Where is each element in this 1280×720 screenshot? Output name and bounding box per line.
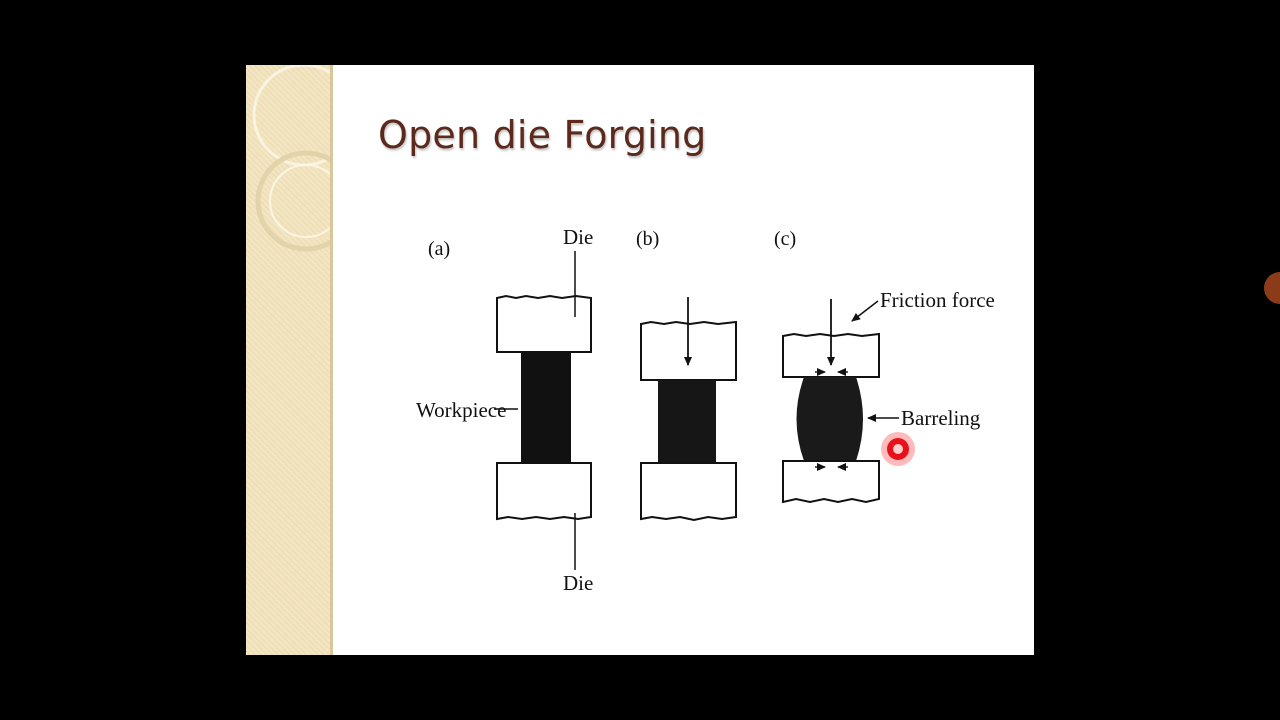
forging-diagram: (a) Die Die Workpiece (b) [416, 225, 995, 595]
label-die-bottom: Die [563, 571, 593, 595]
panel-label-c: (c) [774, 228, 796, 250]
workpiece-b [658, 380, 716, 463]
presentation-slide: Open die Forging (a) Die Die Workpiece [246, 65, 1034, 655]
die-bottom-c [782, 460, 880, 504]
laser-pointer-icon [881, 432, 915, 466]
label-barreling: Barreling [901, 406, 981, 430]
label-die-top: Die [563, 225, 593, 249]
die-bottom-b [640, 462, 737, 522]
die-bottom-a [496, 462, 592, 521]
slide-decor-edge [330, 65, 333, 655]
panel-label-b: (b) [636, 228, 659, 250]
leader-friction-force [851, 300, 879, 322]
panel-a: (a) Die Die Workpiece [416, 225, 593, 595]
workpiece-c-barreled [796, 377, 863, 461]
label-friction-force: Friction force [880, 288, 995, 312]
label-workpiece: Workpiece [416, 398, 506, 422]
panel-label-a: (a) [428, 238, 450, 260]
die-top-a [496, 294, 592, 353]
panel-c: (c) Friction force Barreling [774, 228, 995, 504]
slide-title: Open die Forging [378, 113, 707, 157]
slide-decor-band [246, 65, 357, 655]
cursor-dot-icon [1264, 272, 1280, 304]
workpiece-a [521, 352, 571, 463]
panel-b: (b) [636, 228, 737, 522]
